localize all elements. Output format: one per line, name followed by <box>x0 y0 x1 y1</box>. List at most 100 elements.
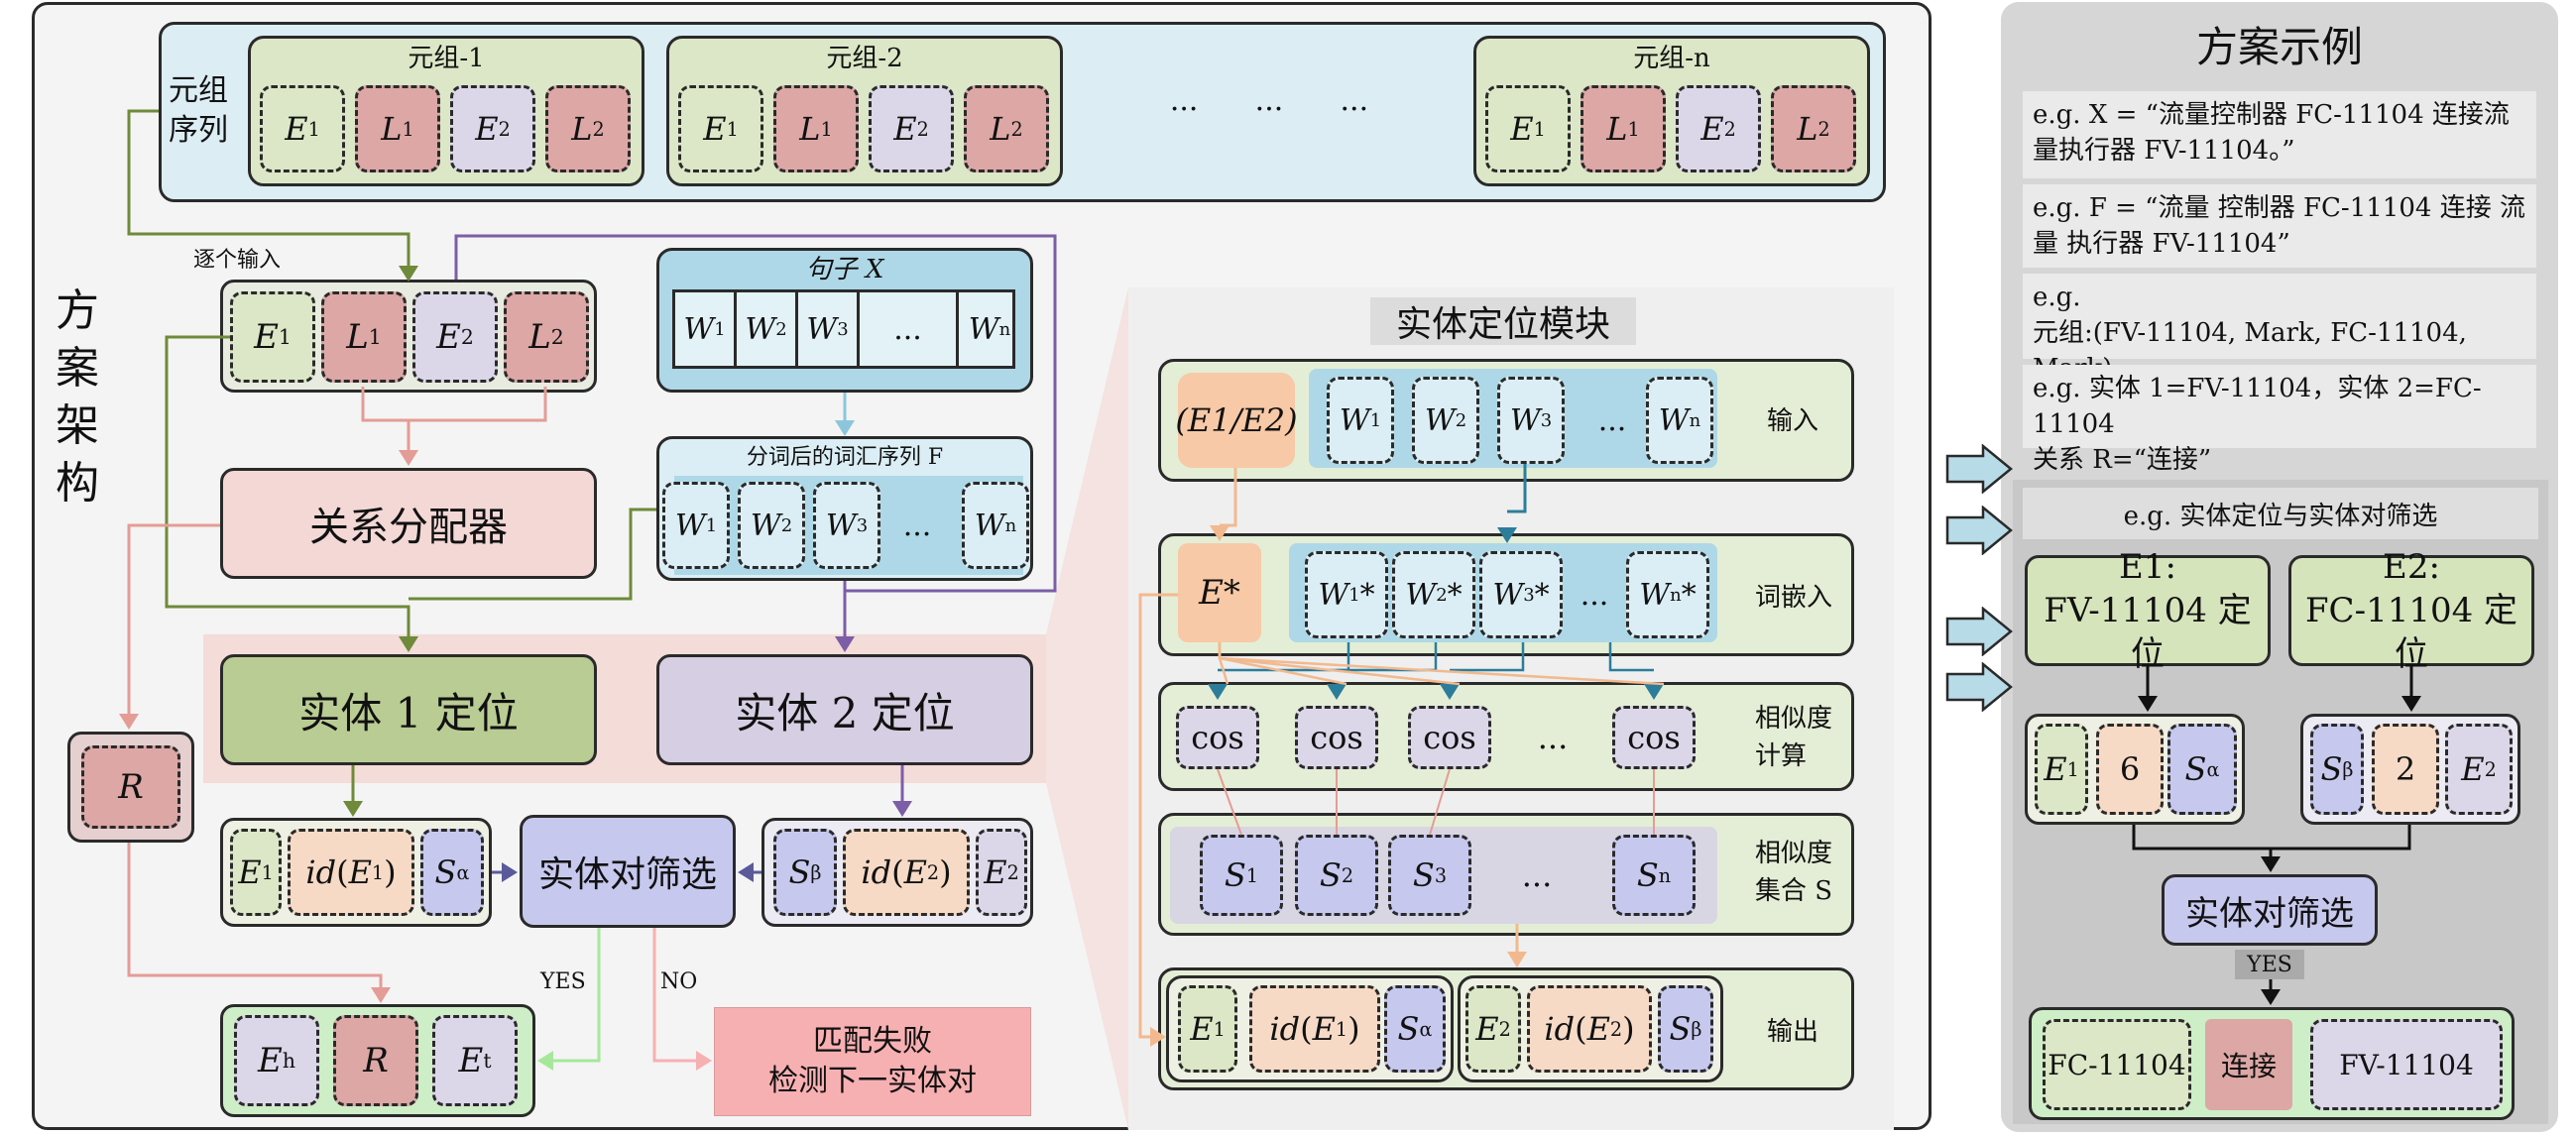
module-input-word-3: ... <box>1597 402 1627 438</box>
example-e1-box: E1: FV-11104 定位 <box>2025 547 2271 674</box>
example-result-1: 连接 <box>2205 1019 2292 1110</box>
example-result-0: FC-11104 <box>2043 1019 2191 1110</box>
token-cell-3: ... <box>902 508 932 543</box>
module-embed-word-3: ... <box>1580 577 1609 613</box>
tuple-group-1-title: 元组-1 <box>408 43 485 73</box>
module-embed-label: 词嵌入 <box>1755 583 1833 613</box>
tuple-ellipsis: ··· ··· ··· <box>1169 91 1369 127</box>
example-yes: YES <box>2235 950 2304 979</box>
example-e2-box: E2: FC-11104 定位 <box>2288 547 2534 674</box>
flow-arrow-0 <box>1945 444 2013 494</box>
module-cos-2: cos <box>1408 706 1491 769</box>
module-input-label: 输入 <box>1767 406 1819 436</box>
flow-arrow-3 <box>1945 662 2013 712</box>
tuple-sequence-label: 元组 序列 <box>169 73 228 148</box>
sentence-cell-3: ... <box>860 292 959 366</box>
example-sub-title: e.g. 实体定位与实体对筛选 <box>2023 488 2538 539</box>
module-embed-entity: E* <box>1178 543 1261 642</box>
example-eg1: e.g. X = “流量控制器 FC-11104 连接流量执行器 FV-1110… <box>2023 91 2536 178</box>
module-input-entity: (E1/E2) <box>1175 373 1298 468</box>
example-result-2: FV-11104 <box>2310 1019 2503 1110</box>
example-eg2: e.g. F = “流量 控制器 FC-11104 连接 流量 执行器 FV-1… <box>2023 184 2536 268</box>
module-cos-4: cos <box>1612 706 1696 769</box>
example-title: 方案示例 <box>2195 22 2363 71</box>
module-cos-3: ... <box>1537 719 1569 756</box>
module-sim-3: ... <box>1521 856 1553 894</box>
module-title: 实体定位模块 <box>1370 297 1636 345</box>
module-output-label: 输出 <box>1767 1017 1819 1047</box>
flow-arrow-1 <box>1945 506 2013 555</box>
match-fail-box: 匹配失败 检测下一实体对 <box>714 1007 1031 1116</box>
flow-arrow-2 <box>1945 607 2013 656</box>
relation-r: R <box>81 745 180 829</box>
module-simcalc-row <box>1158 682 1854 791</box>
example-pair-filter: 实体对筛选 <box>2162 874 2378 946</box>
module-simcalc-label: 相似度 计算 <box>1755 704 1833 771</box>
tuple-group-n-title: 元组-n <box>1633 43 1710 73</box>
pair-filter: 实体对筛选 <box>520 815 736 928</box>
sentence-title: 句子 X <box>805 254 884 284</box>
module-cos-1: cos <box>1295 706 1378 769</box>
no-label: NO <box>660 969 698 994</box>
example-left-small-1: 6 <box>2096 724 2164 815</box>
one-by-one-input-label: 逐个输入 <box>193 248 282 273</box>
tuple-group-2-title: 元组-2 <box>826 43 903 73</box>
example-eg3: e.g. 元组:(FV-11104, Mark, FC-11104, Mark) <box>2023 274 2536 384</box>
framework-title: 方案架构 <box>56 285 99 509</box>
module-cos-0: cos <box>1176 706 1259 769</box>
yes-label: YES <box>540 969 586 994</box>
example-eg4: e.g. 实体 1=FV-11104，实体 2=FC-11104 关系 R=“连… <box>2023 365 2536 475</box>
final-triple-1: R <box>333 1015 418 1106</box>
module-simset-label: 相似度 集合 S <box>1755 839 1833 906</box>
